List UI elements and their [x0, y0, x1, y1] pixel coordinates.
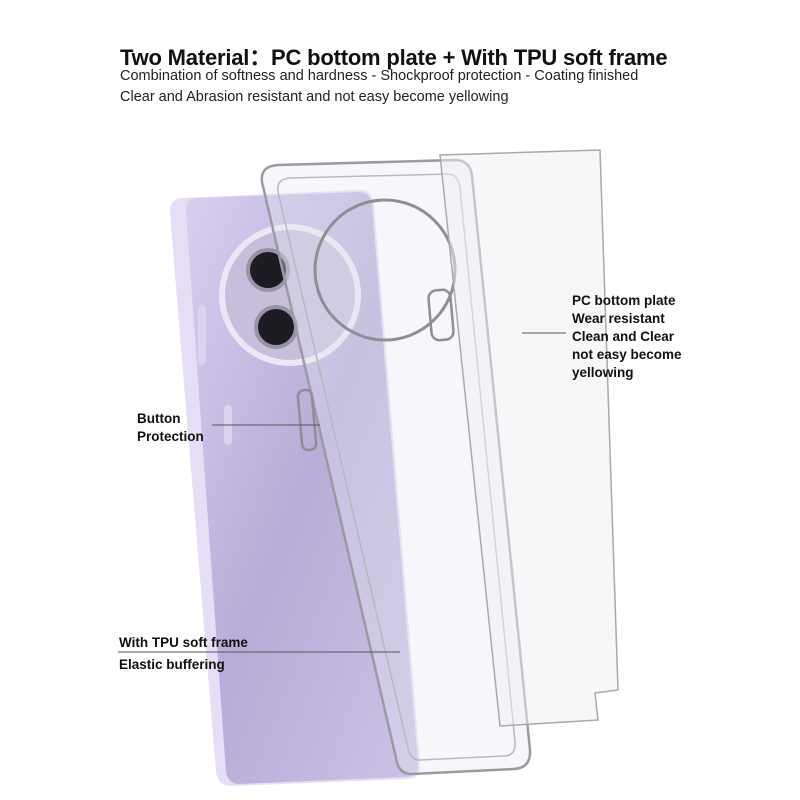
callout-text: not easy become	[572, 347, 682, 362]
callout-tpu-frame: With TPU soft frame Elastic buffering	[119, 632, 248, 676]
button-protector	[296, 388, 318, 452]
subtitle-line-1: Combination of softness and hardness - S…	[120, 68, 639, 84]
callout-text: With TPU soft frame	[119, 635, 248, 650]
headline-title: Two Material：PC bottom plate + With TPU …	[120, 45, 668, 70]
volume-button	[198, 305, 206, 365]
callout-text: Wear resistant	[572, 311, 665, 326]
callout-text: Clean and Clear	[572, 329, 675, 344]
callout-button-protection: Button Protection	[137, 410, 204, 446]
callout-text: Protection	[137, 429, 204, 444]
callout-text: PC bottom plate	[572, 293, 676, 308]
camera-lens-2	[254, 305, 298, 349]
camera-lens-1	[246, 248, 290, 292]
camera-module	[219, 224, 361, 366]
subtitle-line-2: Clear and Abrasion resistant and not eas…	[120, 89, 509, 105]
callout-text: Button	[137, 411, 181, 426]
pc-bottom-plate	[439, 149, 619, 727]
callout-text: Elastic buffering	[119, 657, 225, 672]
callout-text: yellowing	[572, 365, 634, 380]
callout-pc-plate: PC bottom plate Wear resistant Clean and…	[572, 292, 682, 382]
